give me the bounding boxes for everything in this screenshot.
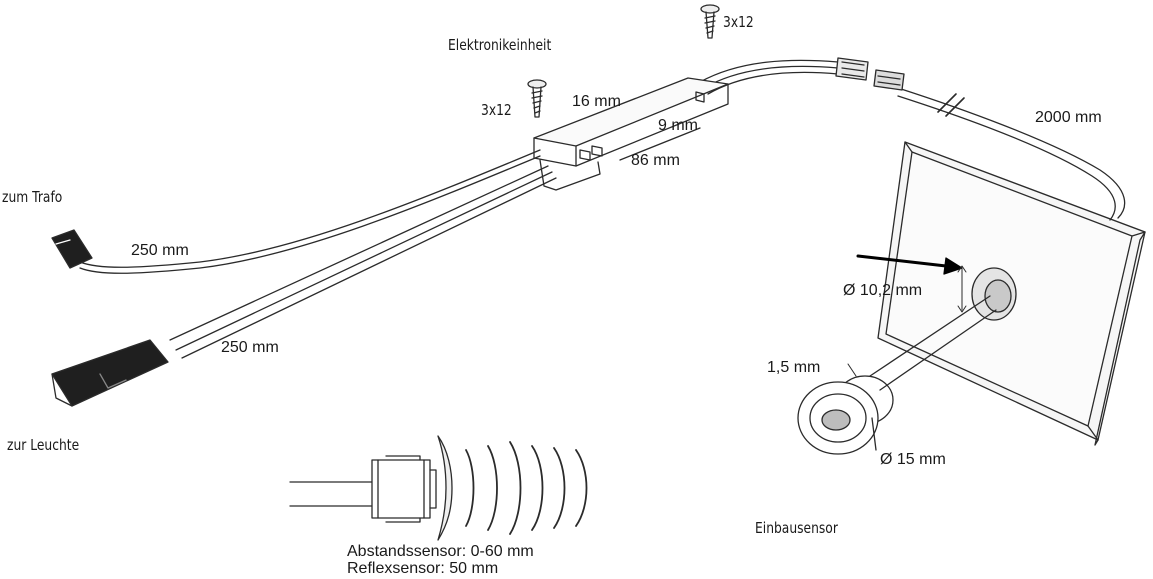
label-screw-left: 3x12	[481, 101, 512, 119]
cable-to-connector	[699, 59, 839, 95]
label-zum-trafo: zum Trafo	[2, 188, 63, 206]
sensor-rod	[869, 295, 997, 391]
sensor-cable-2000	[897, 87, 1126, 221]
label-cable-lower: 250 mm	[221, 339, 279, 356]
label-elektronikeinheit: Elektronikeinheit	[448, 36, 552, 54]
label-screw-top: 3x12	[723, 13, 754, 31]
label-dim-9: 9 mm	[658, 117, 698, 134]
label-dim-2000: 2000 mm	[1035, 109, 1102, 126]
screw-top-icon	[700, 4, 720, 39]
label-einbausensor: Einbausensor	[755, 519, 838, 537]
electronic-unit-box	[533, 77, 729, 191]
screw-left-icon	[527, 79, 547, 118]
sensor-caption: Abstandssensor: 0-60 mm Reflexsensor: 50…	[347, 543, 534, 577]
label-hole-diameter: Ø 10,2 mm	[843, 282, 923, 299]
cables-left	[79, 149, 557, 359]
label-sensor-diameter: Ø 15 mm	[880, 451, 946, 468]
connector-pair	[835, 57, 905, 91]
panel-hole	[971, 267, 1017, 321]
caption-reflexsensor: Reflexsensor: 50 mm	[347, 560, 499, 577]
sensor-head	[797, 363, 894, 455]
sensor-side-view	[289, 435, 453, 541]
label-flange: 1,5 mm	[767, 359, 821, 376]
trafo-connector	[51, 229, 93, 269]
sensor-waves	[465, 441, 588, 535]
lamp-connector	[51, 339, 169, 407]
label-dim-16: 16 mm	[572, 93, 621, 110]
label-cable-upper: 250 mm	[131, 242, 189, 259]
label-zur-leuchte: zur Leuchte	[7, 436, 80, 454]
hole-diameter-arrow	[856, 254, 967, 313]
label-dim-86: 86 mm	[631, 152, 680, 169]
caption-abstandssensor: Abstandssensor: 0-60 mm	[347, 543, 534, 560]
